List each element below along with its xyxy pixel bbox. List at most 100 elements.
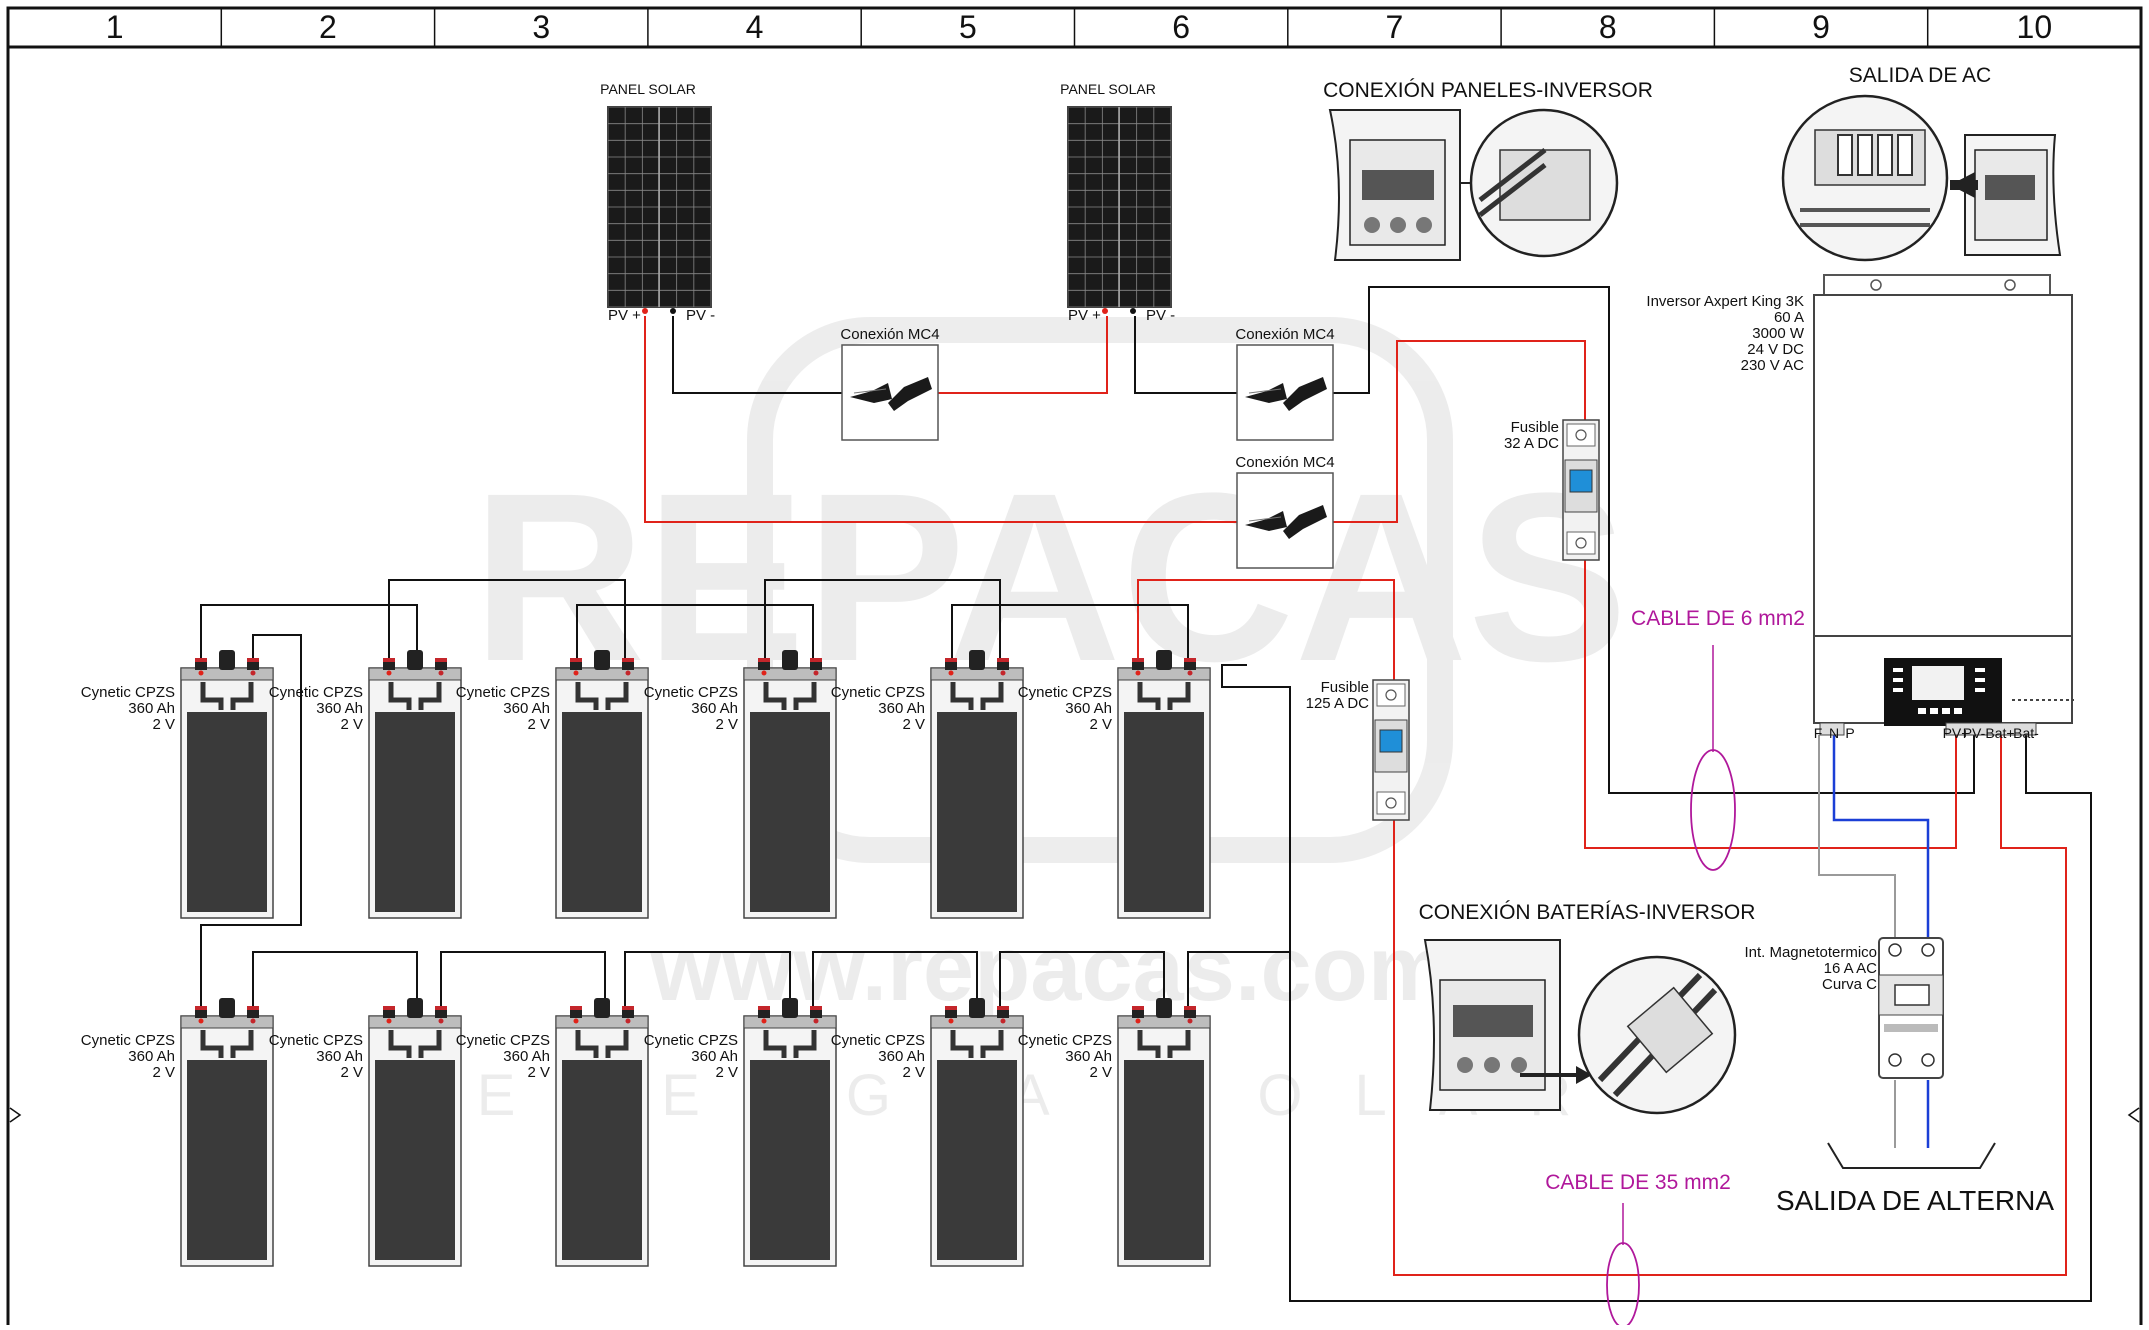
battery-voltage: 2 V	[1089, 716, 1112, 733]
battery-model: Cynetic CPZS	[456, 1032, 550, 1049]
battery-capacity: 360 Ah	[316, 1048, 363, 1065]
battery-link-wire	[388, 579, 626, 658]
battery-capacity: 360 Ah	[503, 700, 550, 717]
breaker-label-line2: 16 A AC	[1824, 960, 1878, 977]
column-number: 10	[2017, 9, 2053, 45]
inverter-terminal-label: PV+	[1943, 725, 1970, 741]
battery-capacity: 360 Ah	[503, 1048, 550, 1065]
mc4-connector: Conexión MC4	[1235, 326, 1335, 441]
wire-negative	[672, 316, 845, 394]
mc4-label: Conexión MC4	[1235, 454, 1334, 471]
edge-marker-left	[9, 1107, 22, 1123]
cable-6mm2-annotation: CABLE DE 6 mm2	[1631, 607, 1805, 871]
cable-6mm2-label: CABLE DE 6 mm2	[1631, 607, 1805, 630]
battery-capacity: 360 Ah	[691, 1048, 738, 1065]
battery-voltage: 2 V	[340, 716, 363, 733]
pv-plus-label: PV +	[608, 307, 641, 324]
inverter-terminal-label: N	[1829, 725, 1839, 741]
battery-model: Cynetic CPZS	[269, 684, 363, 701]
battery-model: Cynetic CPZS	[644, 684, 738, 701]
battery-voltage: 2 V	[1089, 1064, 1112, 1081]
column-number: 8	[1599, 9, 1617, 45]
inverter-spec-line: Inversor Axpert King 3K	[1646, 293, 1804, 310]
battery-link-wire	[951, 604, 1189, 658]
callout-ac-output: SALIDA DE AC	[1781, 64, 2062, 262]
battery-link-wire	[200, 634, 302, 1006]
watermark-brand: REPACAS	[472, 443, 1628, 711]
battery-link-wire	[576, 604, 814, 658]
battery-voltage: 2 V	[152, 716, 175, 733]
battery-voltage: 2 V	[715, 1064, 738, 1081]
inverter-terminal-label: F	[1814, 725, 1823, 741]
column-number: 5	[959, 9, 977, 45]
battery-model: Cynetic CPZS	[1018, 684, 1112, 701]
cable-35mm2-annotation: CABLE DE 35 mm2	[1545, 1171, 1731, 1328]
watermark-url: www.repacas.com	[649, 918, 1449, 1020]
cable-35mm2-label: CABLE DE 35 mm2	[1545, 1171, 1731, 1194]
battery-voltage: 2 V	[340, 1064, 363, 1081]
panel-title: PANEL SOLAR	[600, 81, 696, 97]
battery-link-wire	[200, 604, 418, 658]
edge-marker-right	[2127, 1107, 2140, 1123]
battery-link-wire	[1187, 951, 1290, 1006]
pv-plus-label: PV +	[1068, 307, 1101, 324]
mount-hole-icon	[1870, 279, 1882, 291]
column-number: 6	[1172, 9, 1190, 45]
battery-voltage: 2 V	[902, 716, 925, 733]
breaker-label-line3: Curva C	[1822, 976, 1877, 993]
battery-capacity: 360 Ah	[1065, 700, 1112, 717]
wire-negative	[1134, 316, 1240, 394]
battery-link-wire	[624, 951, 791, 1006]
callout-ac-output-title: SALIDA DE AC	[1849, 64, 1991, 87]
mc4-connector: Conexión MC4	[1235, 454, 1335, 569]
inverter-terminal-label: Bat-	[2013, 725, 2039, 741]
battery-link-wire	[764, 579, 1001, 658]
ac-output-label: SALIDA DE ALTERNA	[1776, 1185, 2054, 1216]
battery-link-wire	[252, 951, 418, 1006]
column-number: 7	[1386, 9, 1404, 45]
battery-model: Cynetic CPZS	[831, 1032, 925, 1049]
callout-panels-inverter: CONEXIÓN PANELES-INVERSOR	[1323, 79, 1653, 261]
column-number: 9	[1812, 9, 1830, 45]
column-number: 2	[319, 9, 337, 45]
inverter-lcd	[1912, 666, 1964, 700]
battery-capacity: 360 Ah	[691, 700, 738, 717]
battery-capacity: 360 Ah	[128, 700, 175, 717]
battery-voltage: 2 V	[902, 1064, 925, 1081]
mc4-label: Conexión MC4	[1235, 326, 1334, 343]
fuse-label-line2: 32 A DC	[1504, 435, 1559, 452]
fuse-label-line2: 125 A DC	[1306, 695, 1370, 712]
wire-negative	[1330, 286, 1975, 794]
battery-capacity: 360 Ah	[316, 700, 363, 717]
wire-positive	[1584, 560, 1957, 849]
battery-model: Cynetic CPZS	[456, 684, 550, 701]
panel-title: PANEL SOLAR	[1060, 81, 1156, 97]
callout-panels-inverter-title: CONEXIÓN PANELES-INVERSOR	[1323, 79, 1653, 102]
battery-link-wire	[440, 951, 606, 1006]
fuse-label-line1: Fusible	[1321, 679, 1369, 696]
battery-capacity: 360 Ah	[878, 1048, 925, 1065]
inverter-spec-line: 60 A	[1774, 309, 1804, 326]
wire-ac-phase	[1818, 735, 1896, 940]
ac-breaker: Int. Magnetotermico 16 A AC Curva C	[1744, 937, 1944, 1079]
inverter-terminal-label: P	[1845, 725, 1854, 741]
battery-link-wire	[999, 951, 1165, 1006]
battery-model: Cynetic CPZS	[644, 1032, 738, 1049]
column-number: 1	[106, 9, 124, 45]
arrow-right-icon	[1576, 1066, 1592, 1084]
wire-positive	[1330, 340, 1586, 523]
